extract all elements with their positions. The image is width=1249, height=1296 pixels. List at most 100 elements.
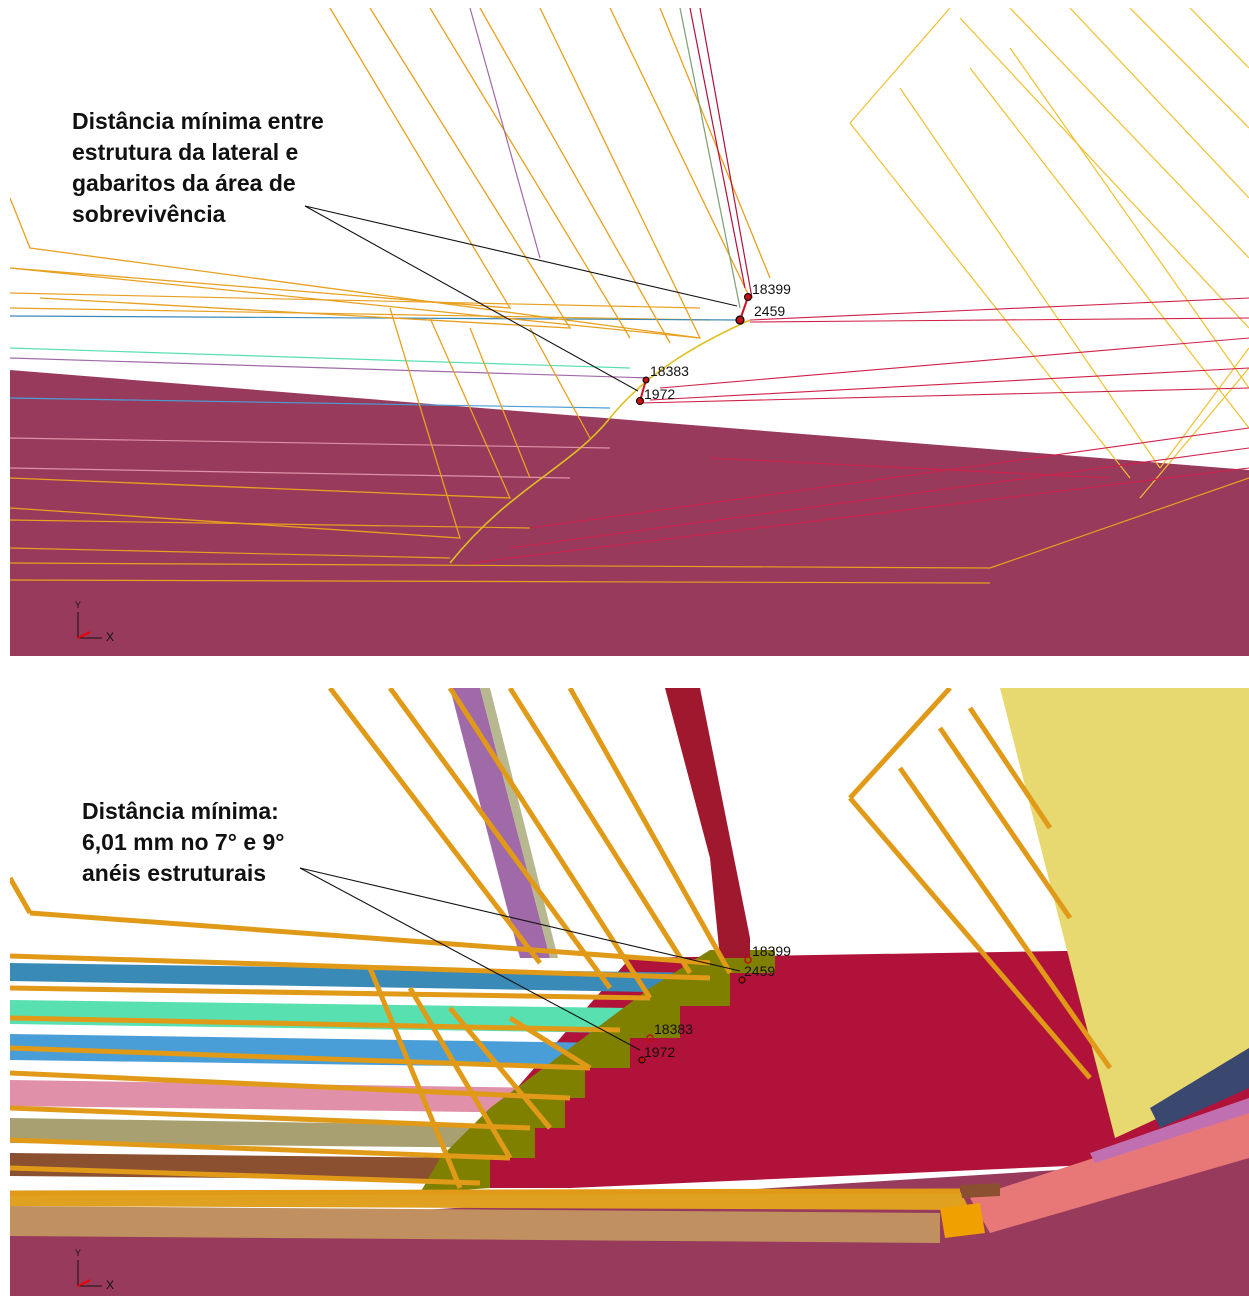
- ring-frame: [969, 67, 1249, 429]
- ring-frame: [10, 1015, 621, 1033]
- axis-x-label: X: [106, 1278, 115, 1292]
- ring-frame: [10, 1137, 511, 1161]
- wire-line: [10, 519, 531, 529]
- ring-frame: [1009, 8, 1249, 259]
- ring-frame: [529, 327, 591, 439]
- wire-line: [689, 8, 746, 289]
- ring-frame: [10, 1105, 531, 1131]
- ring-frame: [10, 1188, 961, 1196]
- ring-frame: [367, 967, 463, 1189]
- yellow-panel: [1000, 688, 1249, 1138]
- ring-frame: [897, 766, 1113, 1070]
- wire-line: [649, 367, 1249, 401]
- ring-frame: [387, 688, 613, 990]
- ring-frame: [1009, 47, 1249, 389]
- wire-line: [659, 337, 1249, 389]
- band-pink: [10, 1080, 550, 1113]
- node-marker: [638, 1056, 646, 1064]
- ring-frame: [10, 1165, 481, 1186]
- ring-frame: [1189, 8, 1249, 69]
- shaded-drawing: [10, 688, 1249, 1296]
- ring-frame: [609, 8, 751, 299]
- ring-frame: [849, 122, 1131, 479]
- ring-frame: [967, 706, 1053, 830]
- ring-frame: [899, 87, 1161, 469]
- wire-line: [749, 297, 1249, 321]
- ring-frame: [10, 317, 512, 499]
- ring-frame: [469, 327, 531, 479]
- axis-y-label: Y: [75, 1248, 82, 1258]
- ring-frame: [849, 8, 951, 124]
- ring-frame: [507, 688, 693, 975]
- ring-frame: [10, 1045, 591, 1071]
- crimson-strut: [665, 688, 750, 958]
- shaded-view-panel: Distância mínima: 6,01 mm no 7° e 9° ané…: [10, 688, 1249, 1296]
- node-marker: [735, 315, 745, 325]
- wire-line: [10, 437, 611, 449]
- ring-frame: [10, 985, 651, 1001]
- node-marker: [642, 376, 650, 384]
- node-marker: [738, 976, 746, 984]
- ring-frame: [407, 986, 513, 1160]
- leader-line: [299, 867, 741, 972]
- wire-line: [10, 347, 631, 369]
- wire-line: [10, 357, 651, 379]
- ring-frame: [448, 1006, 552, 1130]
- ring-frame: [479, 8, 671, 344]
- ring-frame: [937, 726, 1073, 920]
- side-panel: [1090, 1098, 1249, 1163]
- wire-line: [989, 477, 1249, 569]
- ring-frame: [39, 8, 572, 329]
- olive-steps: [420, 950, 775, 1193]
- node-marker: [636, 397, 644, 405]
- ring-frame: [10, 197, 701, 339]
- node-label: 2459: [744, 963, 776, 979]
- ring-frame: [1139, 367, 1249, 499]
- ring-frame: [10, 8, 512, 309]
- axis-x-label: X: [106, 630, 115, 644]
- wire-line: [10, 547, 451, 559]
- ring-frame: [1129, 8, 1249, 129]
- ring-frame: [848, 796, 1092, 1080]
- ring-frame: [659, 8, 771, 279]
- ring-frame: [959, 17, 1249, 329]
- wire-line: [679, 8, 741, 309]
- base-band: [10, 1191, 970, 1210]
- ring-frame: [29, 910, 711, 966]
- leader-line: [304, 205, 639, 392]
- wire-line: [10, 307, 711, 321]
- annotation-text: Distância mínima entre estrutura da late…: [72, 108, 324, 227]
- leader-line: [299, 867, 641, 1051]
- ring-frame: [10, 876, 33, 915]
- annotation-text: Distância mínima: 6,01 mm no 7° e 9° ané…: [82, 798, 285, 886]
- node-label: 1972: [644, 1044, 676, 1060]
- node-marker: [744, 293, 752, 301]
- wire-line: [709, 457, 1111, 479]
- ring-frame: [567, 688, 733, 975]
- axis-y-label: Y: [75, 600, 82, 610]
- ring-frame: [328, 688, 542, 965]
- wire-line: [529, 427, 1249, 529]
- navy-block: [1150, 1048, 1249, 1128]
- ring-frame: [10, 307, 461, 539]
- ring-frame: [10, 953, 711, 981]
- node-label: 18383: [650, 363, 689, 379]
- wire-line: [749, 317, 1249, 323]
- band-blue: [10, 1034, 610, 1068]
- wire-line: [10, 562, 991, 569]
- base-band: [960, 1183, 1000, 1198]
- base-band: [10, 1206, 940, 1243]
- ring-frame: [1159, 347, 1249, 469]
- wireframe-drawing: [10, 8, 1249, 656]
- node-label: 18399: [752, 281, 791, 297]
- wireframe-view-panel: Distância mínima entre estrutura da late…: [10, 8, 1249, 656]
- ring-frame: [1069, 8, 1249, 199]
- node-label: 18399: [752, 943, 791, 959]
- node-label: 1972: [644, 386, 676, 402]
- wire-line: [469, 8, 541, 259]
- wire-line: [699, 8, 753, 299]
- node-marker: [646, 1034, 654, 1042]
- ring-frame: [447, 688, 653, 1000]
- wire-line: [10, 292, 701, 309]
- wire-line: [509, 447, 1249, 549]
